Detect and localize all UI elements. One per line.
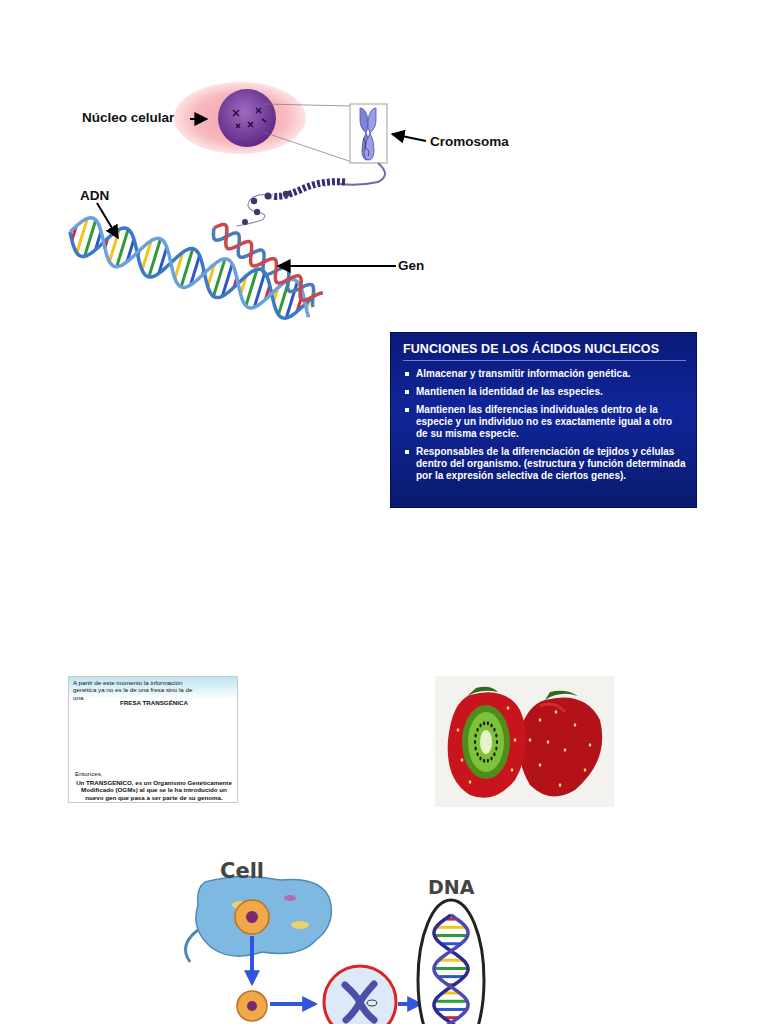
part-label: Gen	[398, 258, 424, 273]
kiwi-seed	[475, 746, 477, 750]
part-label: Cell	[220, 859, 264, 883]
strawberry-seed	[564, 748, 567, 752]
bullet-row: Mantienen la identidad de las especies.	[403, 386, 686, 398]
leader-arrows	[97, 119, 426, 266]
strand	[434, 915, 468, 1024]
strawberry-seed	[514, 738, 517, 742]
strand	[70, 218, 309, 318]
kiwi-seed	[483, 721, 485, 725]
base-pair	[434, 934, 467, 937]
kiwi-strawberry-photo	[435, 676, 614, 807]
base-pair	[436, 926, 466, 929]
chromosome-box	[350, 104, 387, 163]
strawberry-seed	[539, 763, 542, 767]
strand	[70, 228, 315, 318]
slide-text: A partir de este momento la información …	[73, 679, 193, 701]
part-label: Núcleo celular	[82, 110, 174, 125]
kiwi-seed	[487, 759, 489, 763]
kiwi-seed	[495, 734, 497, 738]
slide-panel: A partir de este momento la información …	[68, 676, 238, 803]
strawberry-seed	[469, 780, 472, 784]
kiwi-seed	[476, 728, 478, 732]
bullet-mark	[405, 408, 409, 412]
strawberry-seed	[559, 783, 562, 787]
slide-text: Un TRANSGENICO, es un Organismo Genética…	[75, 779, 233, 801]
kiwi-seed	[479, 724, 481, 728]
part-label: ADN	[80, 188, 109, 203]
kiwi-seed	[475, 734, 477, 738]
cell-nucleus	[174, 82, 352, 162]
strand	[434, 915, 468, 1024]
kiwi-seed	[493, 752, 495, 756]
bullet-mark	[405, 450, 409, 454]
kiwi-seed	[495, 746, 497, 750]
kiwi-seed	[483, 759, 485, 763]
strawberry-seed	[461, 758, 464, 762]
kiwi-seed	[474, 740, 476, 744]
strawberry-seed	[457, 728, 460, 732]
kiwi-seed	[479, 756, 481, 760]
strawberry-seed	[539, 718, 542, 722]
chromatin-fiber	[236, 163, 385, 226]
bullet-mark	[405, 390, 409, 394]
kiwi-seed	[496, 740, 498, 744]
slide-panel: FUNCIONES DE LOS ÁCIDOS NUCLEICOS Almacen…	[390, 332, 697, 508]
bullet-text: Responsables de la diferenciación de tej…	[416, 446, 686, 482]
base-pair	[435, 1000, 467, 1003]
bullet-mark	[405, 372, 409, 376]
bullet-row: Responsables de la diferenciación de tej…	[403, 446, 686, 482]
strawberry-seed	[547, 740, 550, 744]
kiwi-seed	[490, 724, 492, 728]
kiwi-seed	[476, 752, 478, 756]
dna-helix-small	[434, 915, 468, 1024]
bullet-row: Almacenar y transmitir información genét…	[403, 368, 686, 380]
slide-text: FRESA TRANSGÉNICA	[79, 699, 229, 706]
kiwi-seed	[487, 721, 489, 725]
bullet-text: Mantienen la identidad de las especies.	[416, 386, 603, 398]
bullet-text: Mantienen las diferencias individuales d…	[416, 404, 686, 440]
part-label: Cromosoma	[430, 134, 509, 149]
strawberry-seed	[555, 710, 558, 714]
cell-figure	[186, 876, 485, 1024]
base-pair	[438, 975, 465, 978]
strand	[214, 224, 323, 300]
strawberry-seed	[507, 706, 510, 710]
slide-heading: FUNCIONES DE LOS ÁCIDOS NUCLEICOS	[403, 342, 686, 361]
dna-helix	[70, 218, 315, 319]
bullet-row: Mantienen las diferencias individuales d…	[403, 404, 686, 440]
part-label: DNA	[428, 876, 474, 898]
strawberry-seed	[511, 768, 514, 772]
strawberry-seed	[574, 723, 577, 727]
strawberry-seed	[529, 738, 532, 742]
kiwi-seed	[490, 756, 492, 760]
kiwi-seed	[493, 728, 495, 732]
strawberry-seed	[589, 743, 592, 747]
strawberry-seed	[584, 768, 587, 772]
base-pair	[435, 1008, 466, 1011]
base-pair	[434, 967, 468, 970]
slide-text: Entonces,	[75, 770, 225, 777]
bullet-text: Almacenar y transmitir información genét…	[416, 368, 631, 380]
